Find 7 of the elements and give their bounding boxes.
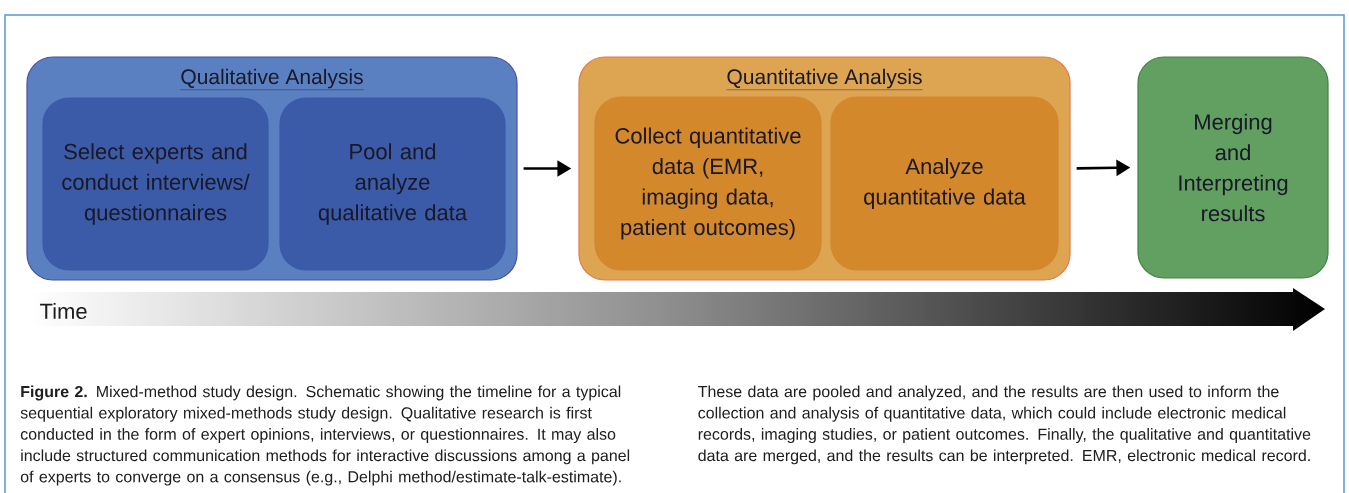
process-box: Analyze quantitative data [830, 96, 1059, 271]
caption: Figure 2. Mixed-method study design. Schematic showing the timeline for a typical sequential exploratory mixed-methods study design. Qualitative research is first conducted in the form of expert opinions, interviews, or questionnaires. It may also include structured communication methods for interactive discussions among a panel of experts to converge on a consensus (e.g., Delphi method/estimate-talk-estimate). These data are pooled and analyzed, and the results are then used to inform the collection and analysis of quantitative data, which could include electronic medical records, imaging studies, or patient outcomes. Finally, the qualitative and quantitative data are merged, and the results can be interpreted. EMR, electronic medical record. [20, 385, 1311, 486]
process-box: Pool and analyze qualitative data [279, 97, 506, 271]
process-box: Select experts and conduct interviews/ questionnaires [42, 97, 269, 271]
process-box: Collect quantitative data (EMR, imaging data, patient outcomes) [594, 96, 822, 271]
axis-label: Time [40, 302, 87, 320]
process-box: Merging and Interpreting results [1137, 56, 1329, 279]
